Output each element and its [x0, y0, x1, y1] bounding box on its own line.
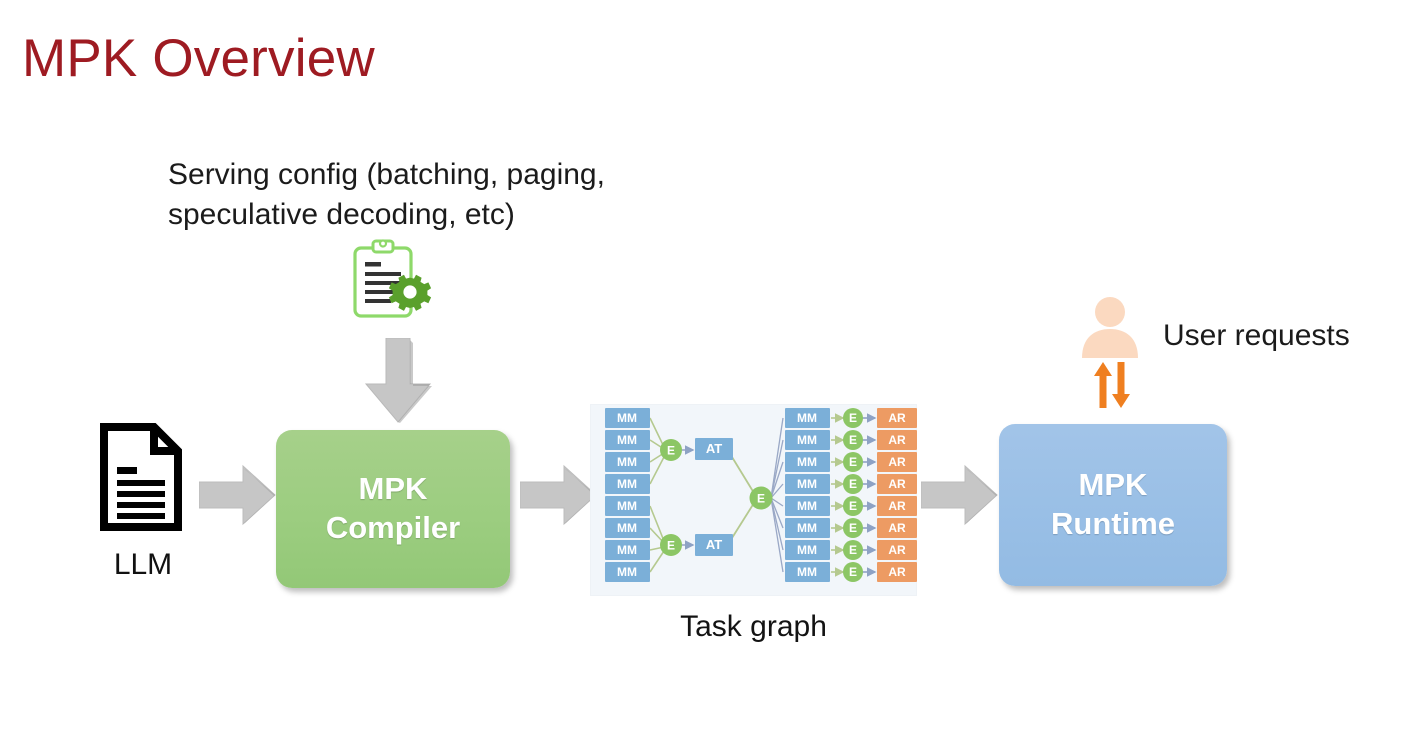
task-graph-e-right-column: EE EE EE EE [843, 408, 863, 582]
svg-text:E: E [667, 444, 675, 458]
task-graph-edges-right [831, 413, 877, 577]
svg-text:E: E [849, 477, 857, 491]
svg-text:AR: AR [888, 565, 906, 579]
svg-text:MM: MM [797, 565, 817, 579]
task-graph-e-center-node: E [749, 486, 773, 510]
task-graph-at-boxes: AT AT [695, 438, 733, 556]
svg-text:E: E [849, 543, 857, 557]
mpk-runtime-box[interactable]: MPK Runtime [999, 424, 1227, 586]
compiler-title-line-1: MPK [358, 471, 428, 507]
svg-text:MM: MM [797, 521, 817, 535]
serving-config-caption: Serving config (batching, paging, specul… [168, 155, 708, 234]
serving-config-line-1: Serving config (batching, paging, [168, 158, 605, 191]
svg-text:MM: MM [617, 521, 637, 535]
arrow-llm-to-compiler [198, 464, 277, 526]
task-graph-edges-at-to-center [731, 456, 755, 539]
svg-text:MM: MM [797, 477, 817, 491]
svg-text:MM: MM [797, 455, 817, 469]
task-graph-label: Task graph [680, 610, 827, 643]
runtime-title-line-2: Runtime [1051, 506, 1175, 541]
svg-text:E: E [849, 411, 857, 425]
svg-text:MM: MM [797, 411, 817, 425]
mpk-compiler-box[interactable]: MPK Compiler [276, 430, 510, 588]
svg-text:AR: AR [888, 477, 906, 491]
user-requests-label: User requests [1163, 319, 1350, 352]
task-graph-e-midleft-nodes: EE [660, 439, 682, 556]
llm-label: LLM [113, 548, 173, 581]
svg-text:MM: MM [617, 411, 637, 425]
task-graph-mm-right-column: MM MM MM MM MM MM MM MM [785, 408, 830, 582]
arrow-task-graph-to-runtime [920, 464, 999, 526]
document-icon [100, 423, 182, 531]
svg-text:MM: MM [797, 433, 817, 447]
arrow-config-to-compiler [360, 337, 436, 424]
svg-text:E: E [849, 433, 857, 447]
svg-text:MM: MM [617, 499, 637, 513]
svg-text:AT: AT [706, 537, 722, 552]
arrow-compiler-to-task-graph [519, 464, 598, 526]
svg-text:E: E [849, 565, 857, 579]
svg-text:E: E [667, 539, 675, 553]
svg-text:E: E [849, 499, 857, 513]
clipboard-gear-icon [345, 238, 445, 326]
person-icon [1078, 296, 1142, 358]
svg-text:AR: AR [888, 433, 906, 447]
compiler-title-line-2: Compiler [325, 510, 461, 545]
task-graph-ar-column: AR AR AR AR AR AR AR AR [877, 408, 917, 582]
svg-text:MM: MM [617, 455, 637, 469]
svg-text:AR: AR [888, 543, 906, 557]
svg-text:AR: AR [888, 521, 906, 535]
svg-text:MM: MM [797, 543, 817, 557]
svg-text:MM: MM [617, 565, 637, 579]
task-graph-edges-center-fan [770, 417, 784, 573]
svg-text:MM: MM [617, 433, 637, 447]
up-down-arrows-icon [1090, 362, 1134, 408]
svg-text:E: E [849, 455, 857, 469]
svg-text:AT: AT [706, 441, 722, 456]
svg-text:MM: MM [797, 499, 817, 513]
serving-config-line-2: speculative decoding, etc) [168, 197, 515, 231]
svg-text:AR: AR [888, 411, 906, 425]
svg-text:E: E [849, 521, 857, 535]
svg-text:AR: AR [888, 455, 906, 469]
svg-text:MM: MM [617, 477, 637, 491]
svg-text:AR: AR [888, 499, 906, 513]
svg-text:E: E [757, 492, 765, 506]
svg-text:MM: MM [617, 543, 637, 557]
task-graph-mm-left-column: MM MM MM MM MM MM MM MM [605, 408, 650, 582]
page-title: MPK Overview [22, 29, 375, 88]
task-graph-edges-e-to-at [680, 445, 695, 550]
runtime-title-line-1: MPK [1078, 467, 1148, 503]
